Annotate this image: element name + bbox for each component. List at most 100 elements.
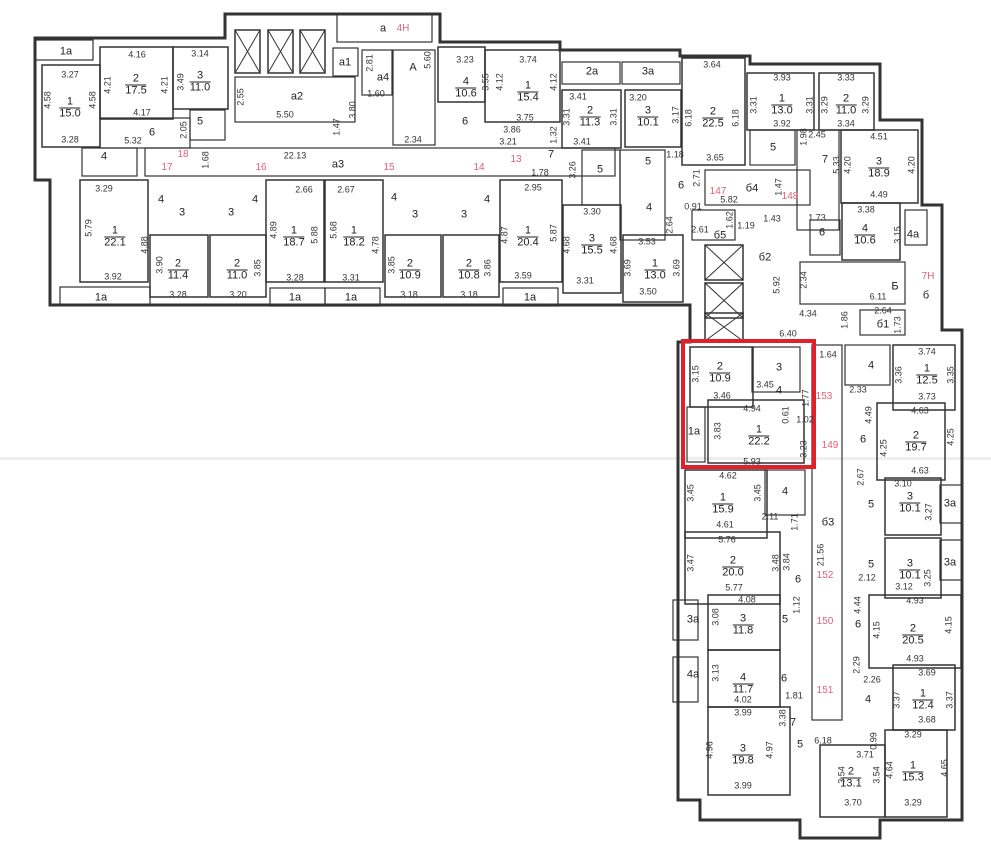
space-code-label: 4а [906, 228, 920, 241]
room-number: 1 [343, 225, 365, 238]
dimension-label: 5.32 [124, 135, 142, 146]
dimension-label: 3.45 [756, 379, 774, 390]
dimension-label: 4.63 [911, 405, 929, 416]
space-code-label: 5 [644, 155, 652, 168]
dimension-label: 3.69 [622, 259, 633, 277]
room-outline [689, 346, 754, 408]
service-space-outline [904, 209, 928, 246]
dimension-label: 3.38 [857, 204, 875, 215]
space-code-label: а2 [290, 90, 304, 103]
dimension-label: 4.94 [743, 403, 761, 414]
dimension-label: 3.75 [516, 112, 534, 123]
dimension-label: 2.95 [524, 182, 542, 193]
dimension-label: 4.34 [799, 308, 817, 319]
dimension-label: 2.29 [851, 656, 862, 674]
service-space-outline [796, 129, 840, 231]
room-area: 11.0 [835, 104, 857, 117]
room-outline [868, 594, 962, 669]
dimension-label: 6.11 [869, 291, 887, 302]
space-code-label: 4 [864, 693, 872, 706]
dimension-label: 1.43 [763, 213, 781, 224]
dimension-label: 4.12 [548, 73, 559, 91]
dimension-label: 3.27 [923, 503, 934, 521]
space-code-label: 3а [686, 613, 700, 626]
dimension-label: 3.17 [670, 106, 681, 124]
room-number: 1 [712, 492, 734, 505]
space-code-label: 7 [821, 153, 829, 166]
dimension-label: 4.15 [871, 621, 882, 639]
dimension-label: 4.58 [42, 91, 53, 109]
dimension-label: 1.86 [839, 311, 850, 329]
dimension-label: 4.63 [911, 465, 929, 476]
dimension-label: 0.99 [868, 732, 879, 750]
room-area: 22.1 [104, 236, 126, 249]
dimension-label: 3.23 [798, 440, 809, 458]
room-number: 3 [899, 558, 921, 571]
room-area: 15.5 [581, 244, 603, 257]
room-number: 2 [399, 258, 421, 271]
space-code-label: 6 [148, 126, 156, 139]
room-number: 1 [916, 363, 938, 376]
apartment-number-mark: 147 [709, 186, 727, 197]
dimension-label: 5.77 [725, 582, 743, 593]
room-area: 10.9 [709, 372, 731, 385]
dimension-label: 5.60 [422, 51, 433, 69]
dimension-label: 1.64 [819, 349, 837, 360]
room-area: 11.3 [579, 116, 601, 129]
dimension-label: 3.29 [904, 729, 922, 740]
service-space-outline [59, 286, 151, 306]
dimension-label: 3.74 [519, 54, 537, 65]
dimension-label: 2.34 [798, 271, 809, 289]
dimension-label: 3.50 [639, 286, 657, 297]
dimension-label: 4.93 [906, 595, 924, 606]
room-number: 1 [59, 96, 81, 109]
dimension-label: 5.87 [548, 224, 559, 242]
dimension-label: 1.18 [666, 149, 684, 160]
apartment-number-mark: 14 [473, 162, 485, 173]
space-code-label: 7 [789, 716, 797, 729]
dimension-label: 3.21 [499, 136, 517, 147]
space-code-label: 2а [585, 65, 599, 78]
space-code-label: 1а [344, 291, 358, 304]
space-code-label: 5 [796, 738, 804, 751]
dimension-label: 2.67 [855, 468, 866, 486]
dimension-label: 4.02 [734, 694, 752, 705]
dimension-label: 3.27 [61, 69, 79, 80]
dimension-label: 2.33 [849, 384, 867, 395]
dimension-label: 3.86 [503, 124, 521, 135]
room-number: 1 [517, 225, 539, 238]
service-space-outline [81, 147, 138, 177]
dimension-label: 6.18 [814, 735, 832, 746]
space-code-label: 3а [943, 497, 957, 510]
space-code-label: 7 [547, 148, 555, 161]
room-number: 2 [167, 258, 189, 271]
dimension-label: 3.54 [836, 766, 847, 784]
room-area: 19.7 [905, 441, 927, 454]
room-area: 22.2 [748, 435, 770, 448]
space-code-label: 6 [859, 433, 867, 446]
apartment-number-mark: 150 [816, 616, 834, 627]
space-code-label: б4 [745, 182, 759, 195]
room-number: 1 [902, 760, 924, 773]
space-code-label: 4 [390, 191, 398, 204]
elevator-cross-icon [704, 282, 744, 319]
room-area: 13.0 [771, 104, 793, 117]
dimension-label: 3.15 [892, 226, 903, 244]
room-number: 1 [104, 225, 126, 238]
elevator-shaft [234, 29, 261, 74]
room-area: 11.4 [167, 269, 189, 282]
room-area: 20.0 [722, 566, 744, 579]
dimension-label: 5.92 [771, 276, 782, 294]
dimension-label: 3.41 [573, 136, 591, 147]
dimension-label: 3.33 [837, 72, 855, 83]
room-number: 4 [455, 76, 477, 89]
